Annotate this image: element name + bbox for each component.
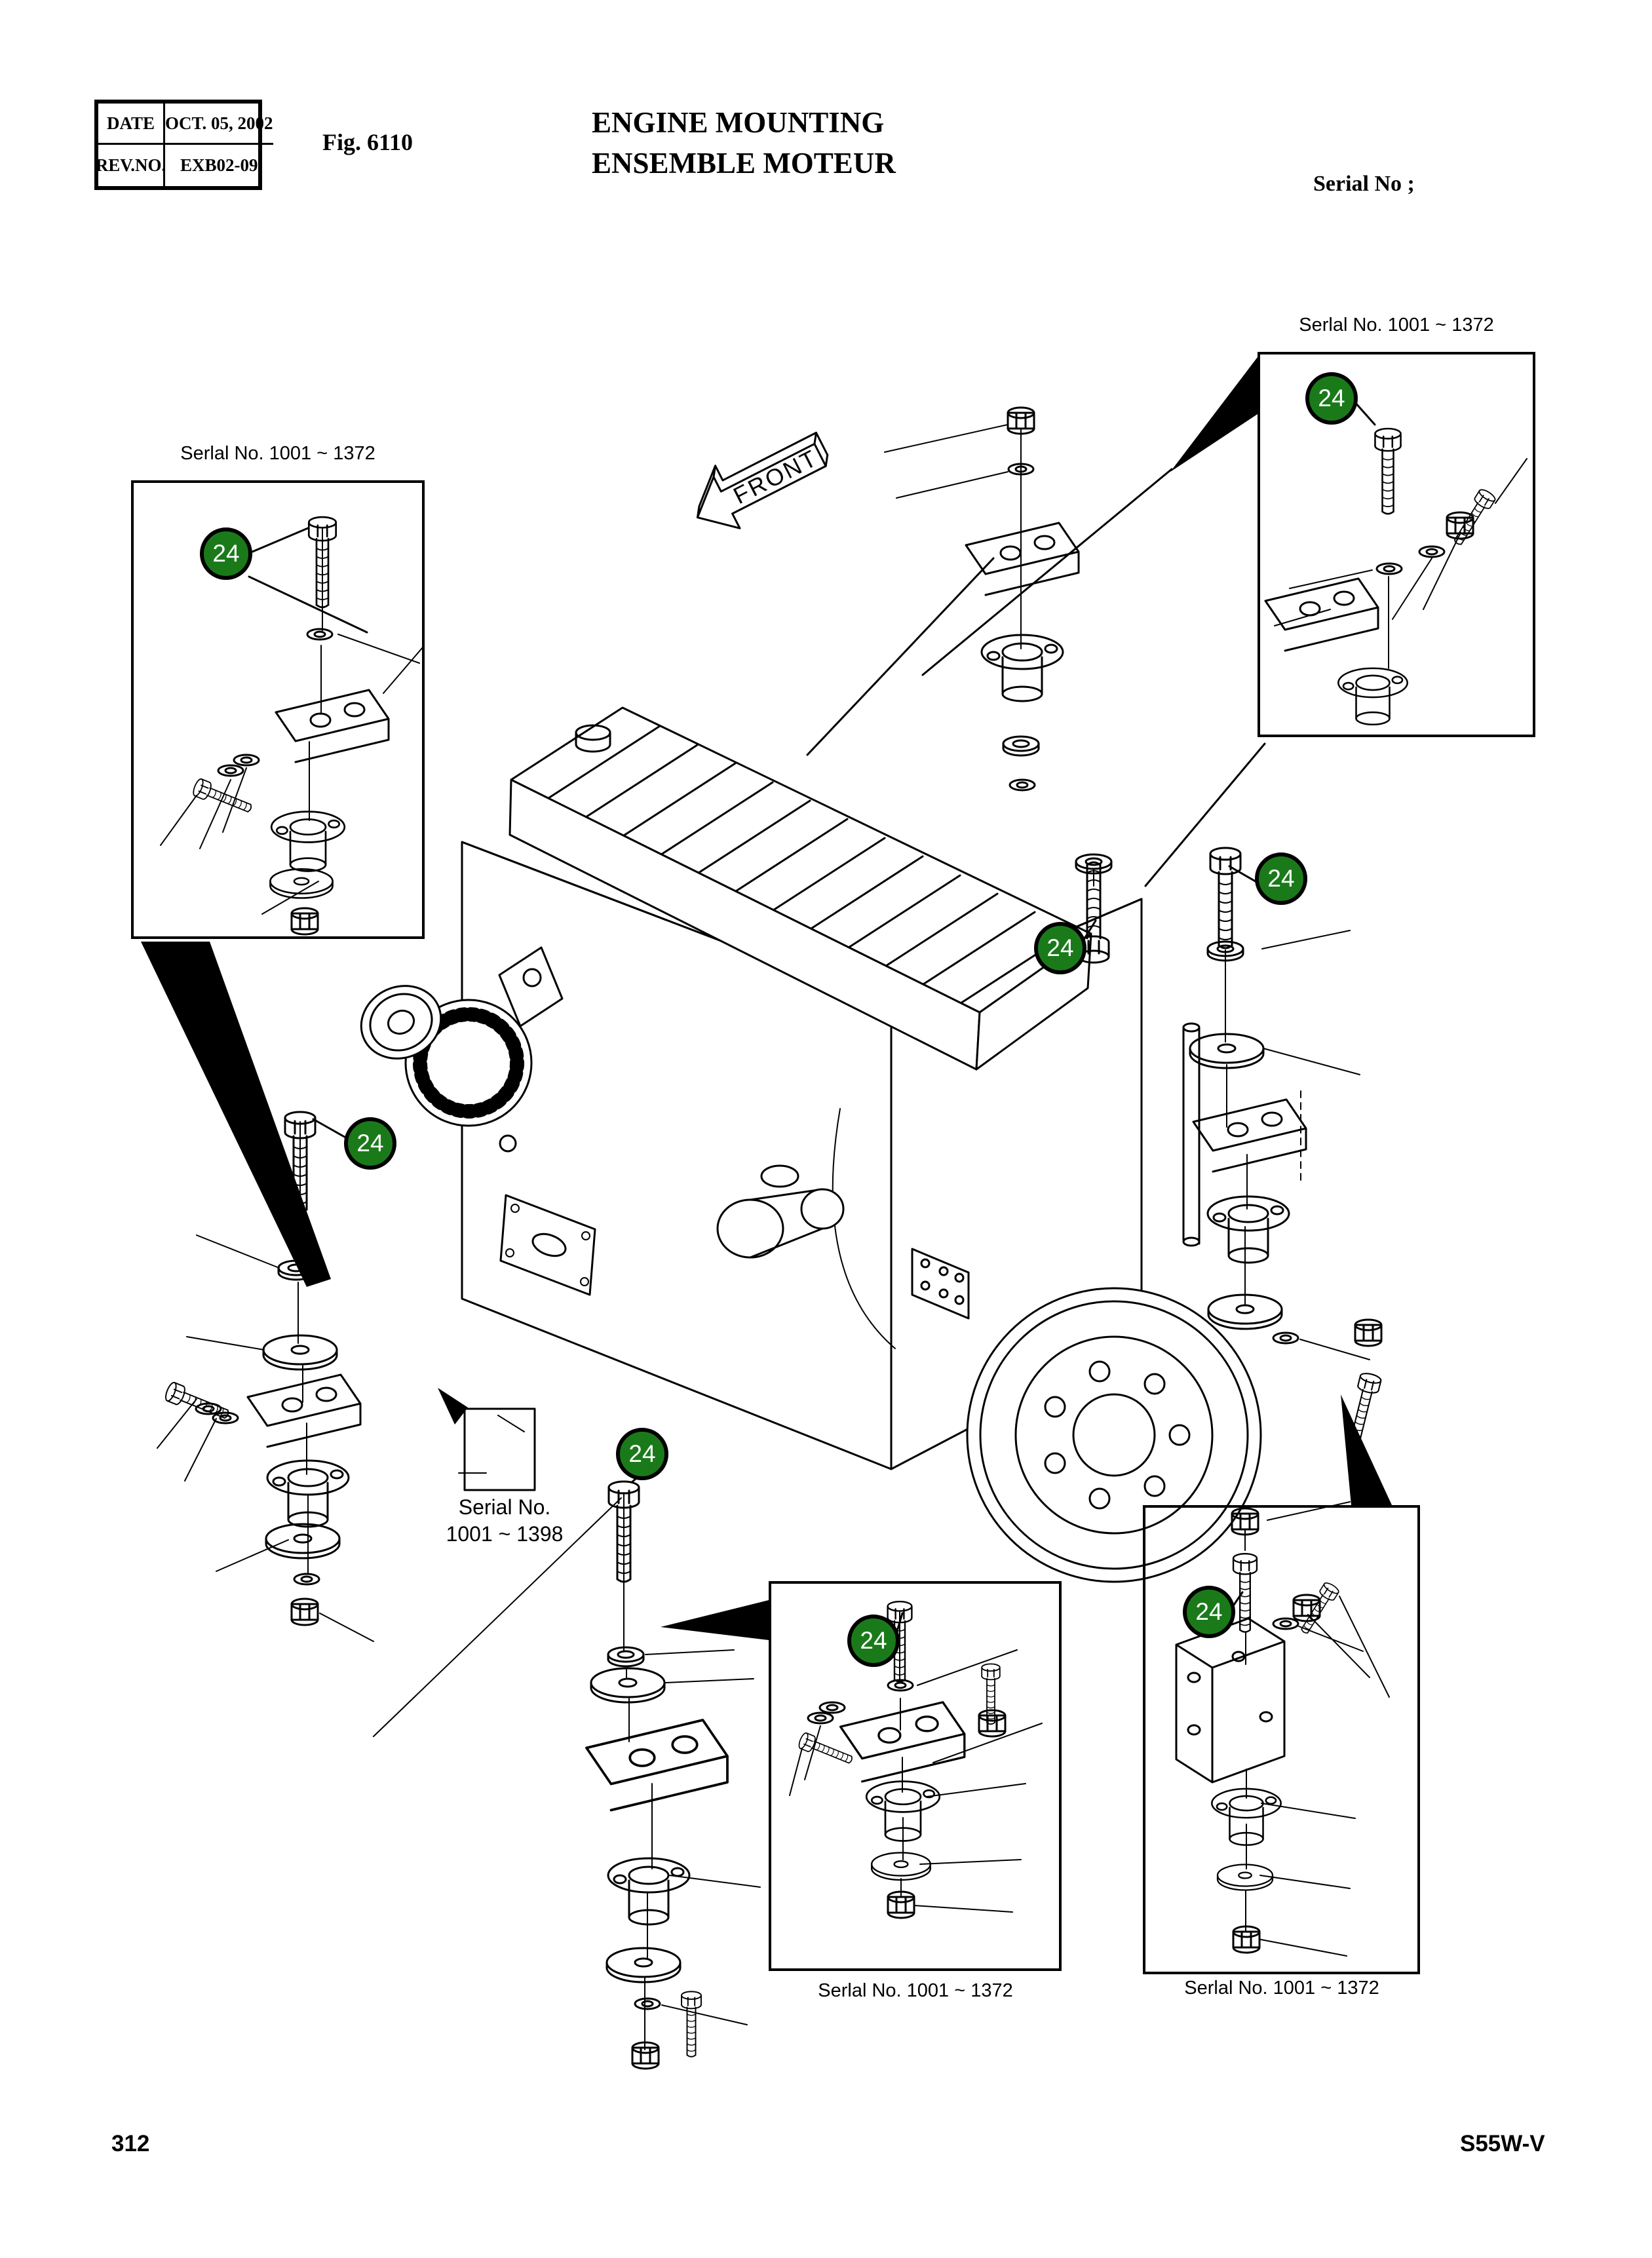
page-title-fr: ENSEMBLE MOTEUR xyxy=(592,147,896,180)
mount-hardware-left-front xyxy=(157,1111,622,1737)
detail-box-top-right-art xyxy=(1264,427,1527,726)
revision-table-date-label: DATE xyxy=(98,104,165,145)
detail-box-left-art xyxy=(160,516,423,936)
detail-box-bottom-right xyxy=(1143,1505,1420,1974)
serial-range-note-line1: Serial No. xyxy=(458,1495,551,1519)
callout-24-badge: 24 xyxy=(200,527,252,580)
revision-table: DATE OCT. 05, 2002 REV.NO. EXB02-09 xyxy=(94,100,273,190)
figure-label: Fig. 6110 xyxy=(322,129,413,155)
callout-24-badge: 24 xyxy=(1255,852,1307,905)
callout-24-badge: 24 xyxy=(616,1428,668,1480)
mount-hardware-bottom-center xyxy=(585,1480,761,2070)
revision-table-rev-value: EXB02-09 xyxy=(180,155,258,175)
detail-box-bottom-center-art xyxy=(789,1600,1043,1919)
detail-box-top-right-caption: Serlal No. 1001 ~ 1372 xyxy=(1299,315,1494,335)
callout-24-badge: 24 xyxy=(344,1117,396,1170)
page-title: ENGINE MOUNTING ENSEMBLE MOTEUR xyxy=(592,102,896,183)
alternator-art xyxy=(360,946,564,1153)
detail-box-left xyxy=(131,480,425,939)
detail-box-left-caption: Serlal No. 1001 ~ 1372 xyxy=(180,443,375,464)
detail-box-bottom-center xyxy=(769,1581,1062,1971)
mount-hardware-right xyxy=(1189,847,1383,1446)
starter-art xyxy=(716,1164,845,1259)
detail-box-bottom-center-caption: Serlal No. 1001 ~ 1372 xyxy=(818,1980,1013,2001)
serial-range-note-line2: 1001 ~ 1398 xyxy=(446,1522,564,1546)
mount-hardware-top-center xyxy=(884,406,1113,964)
detail-box-bottom-right-art xyxy=(1175,1501,1390,1957)
pointer-wedges xyxy=(141,357,1392,1640)
callout-24-badge: 24 xyxy=(1183,1586,1235,1638)
callout-24-badge: 24 xyxy=(1305,372,1358,425)
revision-table-rev-label: REV.NO. xyxy=(96,145,166,186)
serial-no-label: Serial No ; xyxy=(1313,172,1415,196)
page-number: 312 xyxy=(111,2131,150,2156)
detail-box-bottom-right-caption: Serlal No. 1001 ~ 1372 xyxy=(1184,1978,1379,1999)
callout-24-badge: 24 xyxy=(1034,922,1086,974)
callout-24-badge: 24 xyxy=(847,1615,900,1667)
serial-note-box-art xyxy=(438,1388,536,1491)
model-code: S55W-V xyxy=(1460,2131,1545,2156)
page-title-en: ENGINE MOUNTING xyxy=(592,106,885,139)
revision-table-date-value: OCT. 05, 2002 xyxy=(165,104,273,145)
detail-box-top-right xyxy=(1258,352,1535,737)
flywheel-art xyxy=(966,1287,1262,1583)
front-arrow: FRONT xyxy=(696,431,829,529)
serial-range-note: Serial No. 1001 ~ 1398 xyxy=(434,1494,575,1548)
